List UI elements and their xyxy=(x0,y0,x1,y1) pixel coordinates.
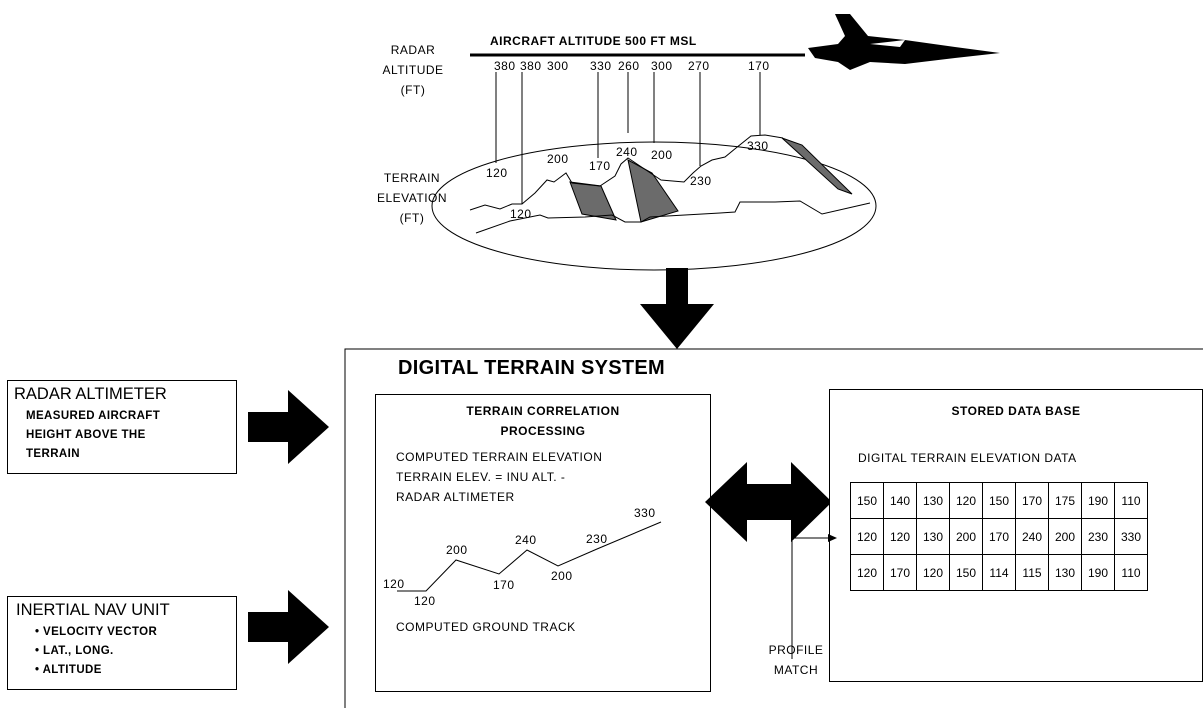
table-cell: 200 xyxy=(1048,518,1082,555)
profile-match-pointer xyxy=(791,534,837,659)
database-subtitle: DIGITAL TERRAIN ELEVATION DATA xyxy=(858,451,1077,465)
table-cell: 110 xyxy=(1114,482,1148,519)
profile-value: 120 xyxy=(414,594,436,608)
table-cell: 230 xyxy=(1081,518,1115,555)
ground-track-label: COMPUTED GROUND TRACK xyxy=(396,620,576,634)
table-cell: 130 xyxy=(1048,554,1082,591)
table-cell: 120 xyxy=(949,482,983,519)
profile-value: 240 xyxy=(515,533,537,547)
table-cell: 170 xyxy=(982,518,1016,555)
table-cell: 150 xyxy=(982,482,1016,519)
terrain-reading: 230 xyxy=(690,174,712,188)
table-row: 120 170 120 150 114 115 130 190 110 xyxy=(850,554,1148,591)
correlation-title: TERRAIN CORRELATION PROCESSING xyxy=(466,404,620,438)
table-row: 120 120 130 200 170 240 200 230 330 xyxy=(850,518,1148,555)
double-arrow-icon xyxy=(705,462,832,542)
table-cell: 170 xyxy=(883,554,917,591)
terrain-profile xyxy=(475,200,871,234)
system-title: DIGITAL TERRAIN SYSTEM xyxy=(398,357,665,379)
table-cell: 120 xyxy=(850,518,884,555)
table-row: 150 140 130 120 150 170 175 190 110 xyxy=(850,482,1148,519)
table-cell: 150 xyxy=(949,554,983,591)
table-cell: 115 xyxy=(1015,554,1049,591)
profile-value: 200 xyxy=(446,543,468,557)
database-box: STORED DATA BASE DIGITAL TERRAIN ELEVATI… xyxy=(829,389,1203,682)
aircraft-icon xyxy=(808,14,1000,70)
radar-reading: 330 xyxy=(590,59,612,73)
profile-value: 170 xyxy=(493,578,515,592)
inertial-nav-box: INERTIAL NAV UNIT • VELOCITY VECTOR • LA… xyxy=(7,596,237,690)
terrain-slope xyxy=(627,159,679,223)
radar-altitude-label: RADAR ALTITUDE (FT) xyxy=(382,43,444,97)
table-cell: 200 xyxy=(949,518,983,555)
table-cell: 330 xyxy=(1114,518,1148,555)
inertial-nav-title: INERTIAL NAV UNIT xyxy=(16,601,170,619)
profile-value: 330 xyxy=(634,506,656,520)
radar-altimeter-description: MEASURED AIRCRAFT HEIGHT ABOVE THE TERRA… xyxy=(26,410,161,460)
table-cell: 120 xyxy=(883,518,917,555)
radar-reading: 170 xyxy=(748,59,770,73)
terrain-scene xyxy=(431,14,1000,271)
table-cell: 190 xyxy=(1081,482,1115,519)
profile-value: 120 xyxy=(383,577,405,591)
terrain-reading: 200 xyxy=(547,152,569,166)
table-cell: 120 xyxy=(850,554,884,591)
radar-altimeter-box: RADAR ALTIMETER MEASURED AIRCRAFT HEIGHT… xyxy=(7,380,237,474)
terrain-reading: 120 xyxy=(486,166,508,180)
table-cell: 114 xyxy=(982,554,1016,591)
aircraft-altitude-label: AIRCRAFT ALTITUDE 500 FT MSL xyxy=(490,34,697,48)
table-cell: 130 xyxy=(916,518,950,555)
table-cell: 190 xyxy=(1081,554,1115,591)
terrain-reading: 330 xyxy=(747,139,769,153)
terrain-elevation-label: TERRAIN ELEVATION (FT) xyxy=(376,171,448,225)
table-cell: 130 xyxy=(916,482,950,519)
computed-profile-chart xyxy=(397,521,662,592)
correlation-box: TERRAIN CORRELATION PROCESSING COMPUTED … xyxy=(375,394,711,692)
radar-reading: 300 xyxy=(547,59,569,73)
radar-lines xyxy=(495,72,761,204)
input-arrow-icon xyxy=(248,390,329,464)
terrain-slope xyxy=(781,137,853,195)
down-arrow-icon xyxy=(640,268,714,349)
table-cell: 120 xyxy=(916,554,950,591)
table-cell: 110 xyxy=(1114,554,1148,591)
radar-reading: 270 xyxy=(688,59,710,73)
table-cell: 240 xyxy=(1015,518,1049,555)
correlation-formula: COMPUTED TERRAIN ELEVATION TERRAIN ELEV.… xyxy=(396,450,603,504)
terrain-reading: 170 xyxy=(589,159,611,173)
elevation-data-table: 150 140 130 120 150 170 175 190 110 120 … xyxy=(850,482,1148,591)
radar-reading: 260 xyxy=(618,59,640,73)
terrain-reading: 120 xyxy=(510,207,532,221)
input-arrow-icon xyxy=(248,590,329,664)
table-cell: 175 xyxy=(1048,482,1082,519)
radar-reading: 380 xyxy=(494,59,516,73)
terrain-reading: 200 xyxy=(651,148,673,162)
profile-value: 230 xyxy=(586,532,608,546)
profile-value: 200 xyxy=(551,569,573,583)
system-frame xyxy=(344,348,1203,708)
radar-altimeter-title: RADAR ALTIMETER xyxy=(14,385,167,403)
profile-match-label: PROFILE MATCH xyxy=(768,643,824,677)
terrain-reading: 240 xyxy=(616,145,638,159)
terrain-slope xyxy=(569,181,617,221)
table-cell: 170 xyxy=(1015,482,1049,519)
radar-reading: 300 xyxy=(651,59,673,73)
table-cell: 150 xyxy=(850,482,884,519)
database-title: STORED DATA BASE xyxy=(951,404,1081,418)
table-cell: 140 xyxy=(883,482,917,519)
inertial-nav-bullets: • VELOCITY VECTOR • LAT., LONG. • ALTITU… xyxy=(35,626,158,676)
radar-reading: 380 xyxy=(520,59,542,73)
